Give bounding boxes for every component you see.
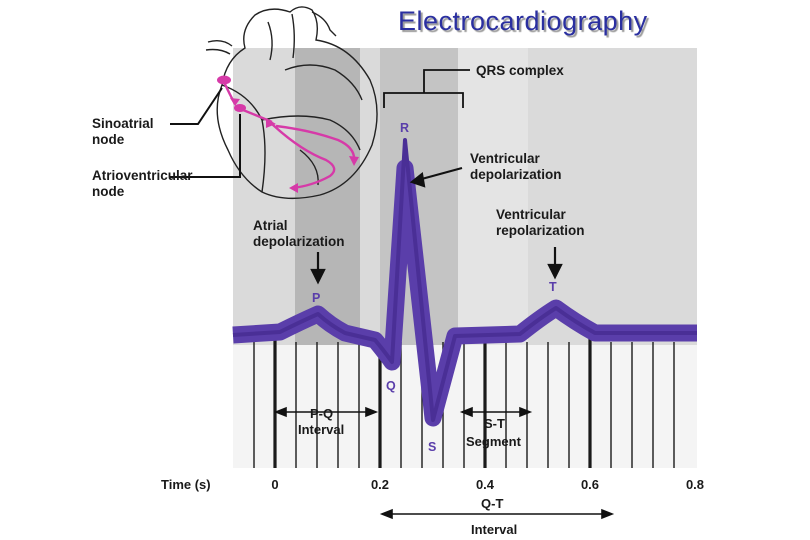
time-grid [253, 338, 675, 468]
pq-interval-label-2: Interval [298, 422, 344, 437]
wave-q-label: Q [386, 379, 396, 393]
conduction-arrowheads [230, 98, 359, 193]
page-title: Electrocardiography [398, 6, 648, 36]
st-segment-label: S-T [484, 416, 505, 431]
time-tick-label: 0.4 [476, 477, 495, 492]
av-node-callout-line [170, 114, 241, 178]
pq-interval-label: P-Q [310, 406, 333, 421]
sa-node-callout-line [170, 87, 223, 125]
atrial-depolarization-label: Atrial [253, 218, 288, 233]
qt-interval-label-2: Interval [471, 522, 517, 537]
ventricular-repolarization-label-2: repolarization [496, 223, 585, 238]
qt-interval-label: Q-T [481, 496, 503, 511]
ecg-trace-center [232, 138, 697, 422]
wave-p-label: P [312, 291, 320, 305]
lower-light-area [233, 345, 697, 468]
atrioventricular-node-label: Atrioventricular [92, 168, 193, 183]
ventricular-depolarization-label: Ventricular [470, 151, 541, 166]
qrs-bracket [383, 69, 470, 108]
sinoatrial-node-label-2: node [92, 132, 125, 147]
wave-t-label: T [549, 280, 557, 294]
atrioventricular-node-marker [234, 104, 246, 112]
time-tick-label: 0.2 [371, 477, 389, 492]
wave-s-label: S [428, 440, 436, 454]
time-tick-label: 0.8 [686, 477, 704, 492]
ventricular-repolarization-label: Ventricular [496, 207, 567, 222]
annotation-arrows [310, 166, 563, 285]
sinoatrial-node-label: Sinoatrial [92, 116, 154, 131]
interval-arrows [273, 406, 615, 520]
wave-r-label: R [400, 121, 409, 135]
time-tick-label: 0.6 [581, 477, 599, 492]
time-axis-label: Time (s) [161, 477, 211, 492]
time-tick-label: 0 [271, 477, 278, 492]
atrioventricular-node-label-2: node [92, 184, 125, 199]
sinoatrial-node-marker [217, 75, 231, 85]
atrial-depolarization-label-2: depolarization [253, 234, 345, 249]
ventricular-depolarization-label-2: depolarization [470, 167, 562, 182]
qrs-complex-label: QRS complex [476, 63, 564, 78]
time-axis-ticks: 0 0.2 0.4 0.6 0.8 [271, 477, 704, 492]
st-segment-label-2: Segment [466, 434, 522, 449]
